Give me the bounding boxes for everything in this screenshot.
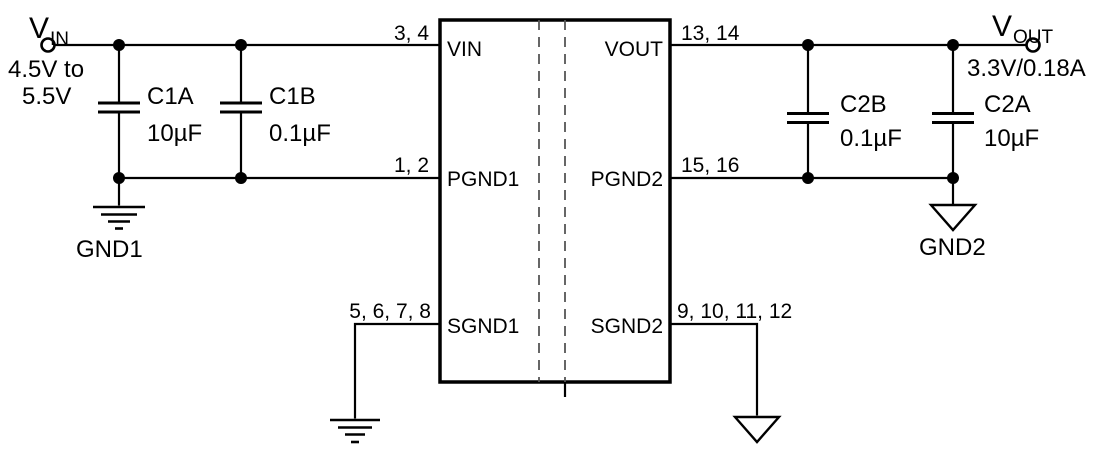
gnd1-label: GND1: [76, 236, 143, 263]
capacitor-c2a-ref: C2A: [984, 91, 1031, 118]
gnd2-label: GND2: [919, 234, 986, 261]
sgnd1-earth-symbol: [330, 418, 380, 444]
ic-body: [438, 18, 672, 384]
vout-terminal-label: V: [992, 10, 1012, 43]
gnd2-ground-symbol: GND2: [919, 178, 986, 261]
junction-dot: [235, 172, 247, 184]
vin-terminal-subscript: IN: [50, 29, 69, 50]
ic-pin-label-vin: VIN: [447, 38, 482, 61]
vout-terminal: [1025, 37, 1041, 53]
junction-dot: [113, 172, 125, 184]
input-voltage-range-line1: 4.5V to: [8, 56, 84, 83]
capacitor-c2b: C2B 0.1µF: [787, 45, 902, 178]
sgnd1-ground-branch: [330, 322, 440, 444]
junction-dot: [947, 39, 959, 51]
capacitor-c2a: C2A 10µF: [932, 45, 1039, 178]
capacitor-c2a-value: 10µF: [984, 125, 1039, 152]
input-network: V IN 4.5V to 5.5V C1A 10µF C1B 0.1µF: [8, 12, 440, 263]
input-voltage-range-line2: 5.5V: [22, 83, 71, 110]
junction-dot: [802, 172, 814, 184]
ic-pin-numbers-vin: 3, 4: [394, 22, 429, 45]
ic-pin-label-pgnd2: PGND2: [591, 168, 663, 191]
junction-dot: [947, 172, 959, 184]
output-network: C2B 0.1µF C2A 10µF V OUT 3.3V/0.18A GND2: [670, 10, 1086, 261]
gnd2-triangle-symbol: [928, 203, 978, 232]
junction-dot: [235, 39, 247, 51]
junction-dot: [113, 39, 125, 51]
ic-pin-numbers-vout: 13, 14: [681, 22, 740, 45]
junction-dot: [802, 39, 814, 51]
capacitor-c1b-value: 0.1µF: [269, 120, 331, 147]
gnd1-earth-symbol: GND1: [76, 178, 145, 263]
capacitor-c1a-ref: C1A: [147, 83, 194, 110]
ic-pin-label-sgnd2: SGND2: [591, 315, 663, 338]
capacitor-c2b-ref: C2B: [840, 91, 887, 118]
capacitor-c1a: C1A 10µF: [98, 45, 202, 178]
isolated-converter-ic: VIN VOUT PGND1 PGND2 SGND1 SGND2 3, 4 1,…: [349, 18, 792, 397]
capacitor-c1b-ref: C1B: [269, 83, 316, 110]
ic-pin-numbers-pgnd1: 1, 2: [394, 154, 429, 177]
output-rating-label: 3.3V/0.18A: [967, 55, 1086, 82]
vin-terminal: [40, 37, 56, 53]
ic-pin-label-pgnd1: PGND1: [447, 168, 519, 191]
vin-terminal-label: V: [29, 12, 49, 45]
ic-pin-label-vout: VOUT: [605, 38, 664, 61]
capacitor-c1a-value: 10µF: [147, 120, 202, 147]
sgnd2-ground-branch: [670, 322, 782, 444]
vout-terminal-subscript: OUT: [1013, 27, 1054, 48]
sgnd2-triangle-symbol: [732, 415, 782, 444]
ic-pin-numbers-sgnd2: 9, 10, 11, 12: [677, 300, 792, 323]
wire-sgnd1: [353, 322, 440, 419]
ic-pin-numbers-pgnd2: 15, 16: [681, 154, 739, 177]
ic-pin-label-sgnd1: SGND1: [447, 315, 519, 338]
capacitor-c2b-value: 0.1µF: [840, 125, 902, 152]
ic-pin-numbers-sgnd1: 5, 6, 7, 8: [349, 300, 431, 323]
wire-sgnd2: [670, 322, 759, 416]
capacitor-c1b: C1B 0.1µF: [220, 45, 331, 178]
